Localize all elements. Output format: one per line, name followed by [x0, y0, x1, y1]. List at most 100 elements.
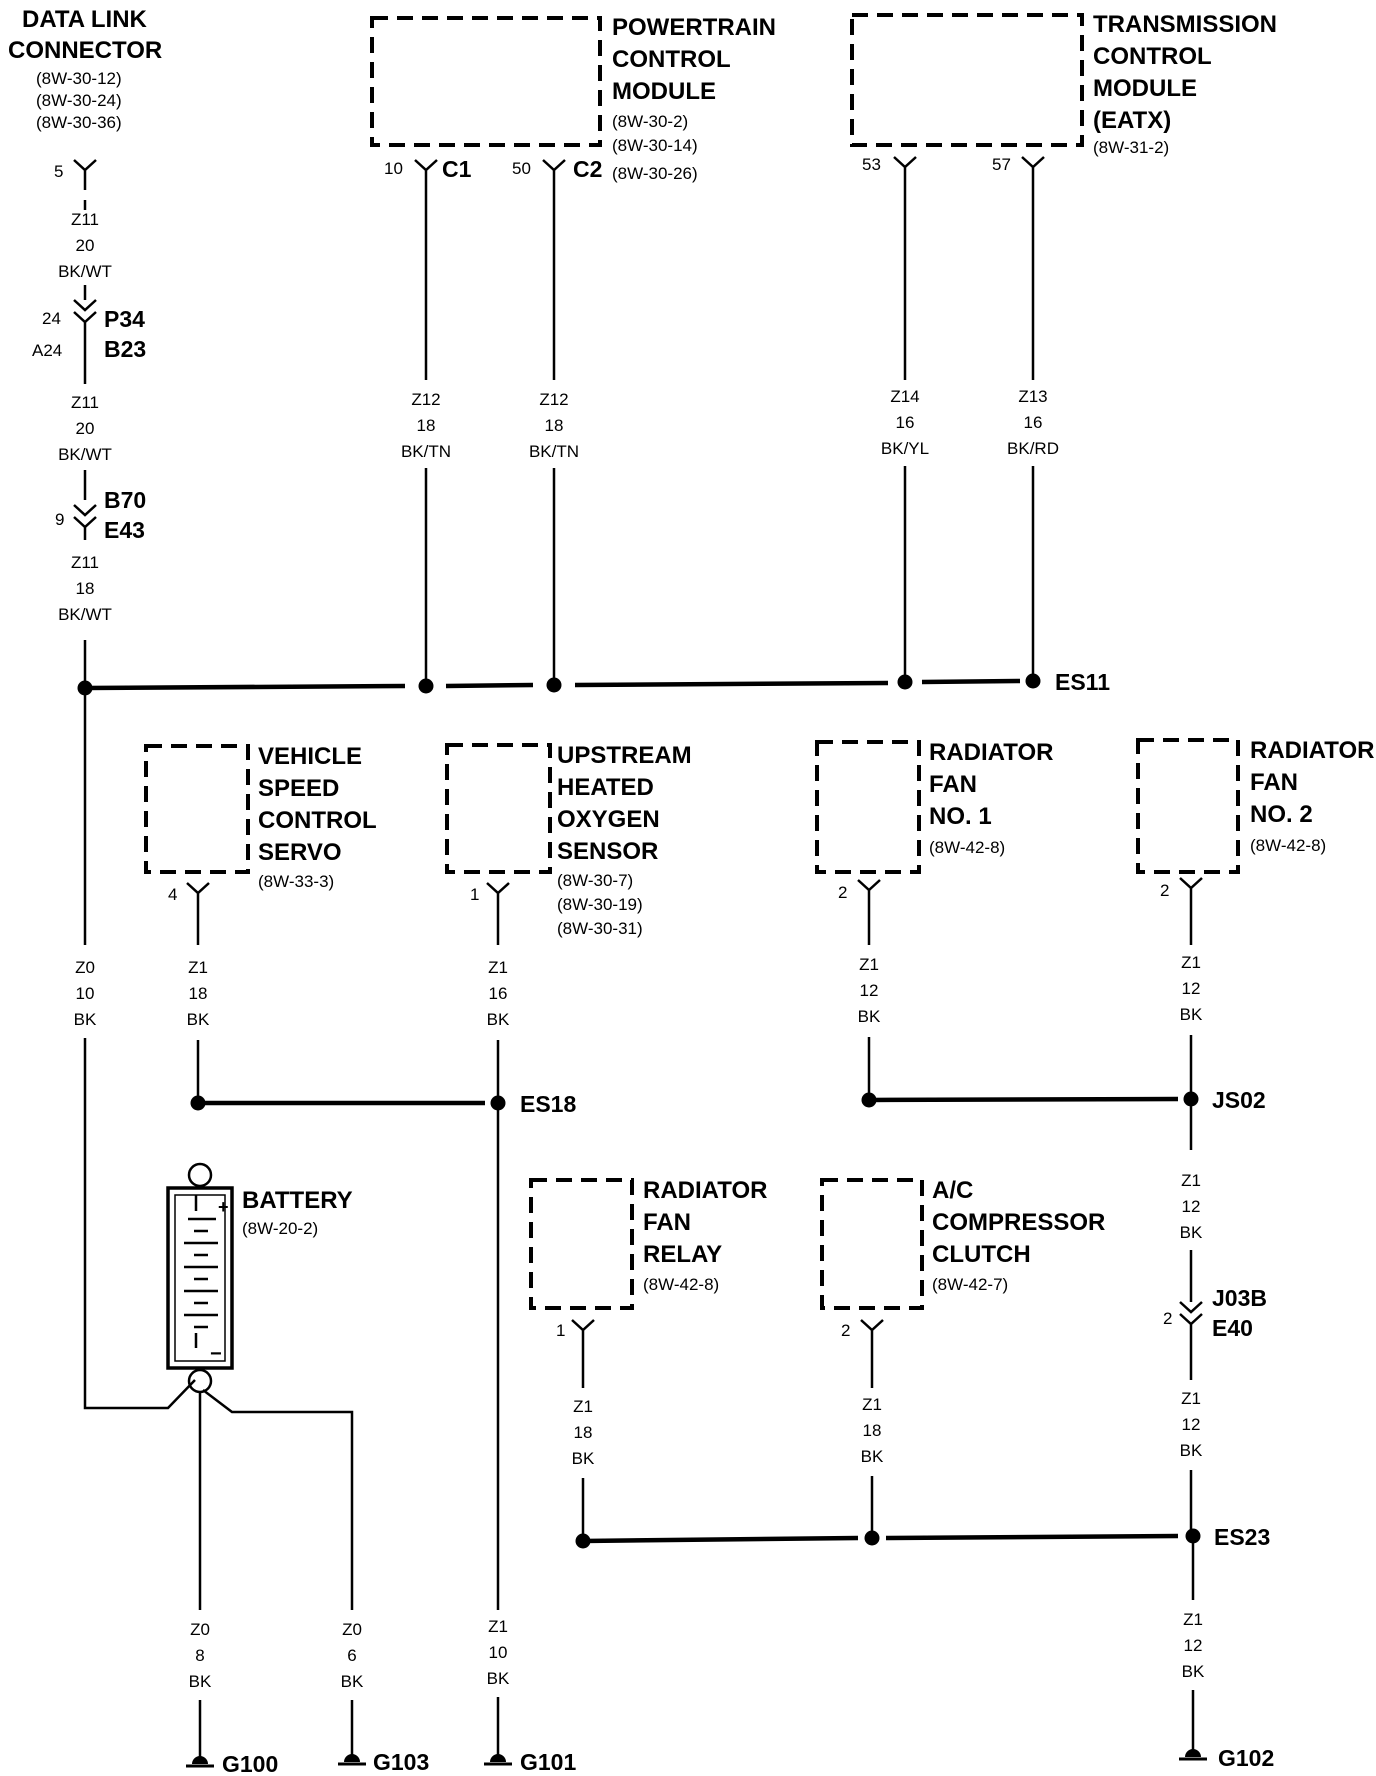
- svg-text:A/C: A/C: [932, 1177, 973, 1204]
- splice-dot: [861, 1092, 877, 1108]
- svg-text:Z1: Z1: [1183, 1610, 1203, 1629]
- ground-g103: G103: [338, 1749, 429, 1775]
- o2-pin-symbol: [486, 882, 510, 945]
- relay-pin: 1: [556, 1321, 565, 1340]
- inline-connector-symbol: [73, 504, 97, 540]
- ac-pin-symbol: [860, 1319, 884, 1388]
- svg-text:Z1: Z1: [862, 1395, 882, 1414]
- svg-text:(8W-31-2): (8W-31-2): [1093, 138, 1169, 157]
- svg-text:CONTROL: CONTROL: [258, 807, 377, 834]
- svg-text:Z11: Z11: [71, 393, 99, 412]
- g101-label: G101: [520, 1749, 576, 1775]
- splice-dot: [77, 680, 93, 696]
- fan2-pin-symbol: [1179, 877, 1203, 945]
- svg-text:FAN: FAN: [1250, 769, 1298, 796]
- fan2-box: [1136, 738, 1240, 874]
- svg-text:BK/WT: BK/WT: [58, 262, 112, 281]
- svg-text:Z1: Z1: [1181, 953, 1201, 972]
- svg-text:BK: BK: [487, 1669, 510, 1688]
- svg-text:RADIATOR: RADIATOR: [1250, 737, 1374, 764]
- o2-box: [445, 743, 552, 874]
- svg-text:SERVO: SERVO: [258, 839, 342, 866]
- radiator-fan-relay: RADIATOR FAN RELAY (8W-42-8) 1: [529, 1177, 767, 1388]
- g100-label: G100: [222, 1751, 278, 1776]
- svg-text:MODULE: MODULE: [1093, 75, 1197, 102]
- splice-dot: [1185, 1528, 1201, 1544]
- o2-pin: 1: [470, 885, 479, 904]
- svg-text:HEATED: HEATED: [557, 774, 654, 801]
- ac-pin: 2: [841, 1321, 850, 1340]
- pcm-c2-pin-symbol: [542, 159, 566, 380]
- svg-text:12: 12: [1182, 1197, 1201, 1216]
- tcm-pin-57: 57: [992, 155, 1011, 174]
- svg-text:SENSOR: SENSOR: [557, 838, 658, 865]
- tcm-box: [850, 13, 1084, 147]
- svg-text:POWERTRAIN: POWERTRAIN: [612, 14, 776, 41]
- wire-label-pcm-c2: Z12 18 BK/TN: [529, 390, 579, 461]
- splice-dot: [575, 1533, 591, 1549]
- svg-text:BK/WT: BK/WT: [58, 605, 112, 624]
- svg-text:18: 18: [863, 1421, 882, 1440]
- svg-text:Z1: Z1: [488, 1617, 508, 1636]
- svg-text:Z1: Z1: [859, 955, 879, 974]
- svg-text:(8W-42-8): (8W-42-8): [1250, 836, 1326, 855]
- svg-text:(8W-20-2): (8W-20-2): [242, 1219, 318, 1238]
- svg-text:10: 10: [76, 984, 95, 1003]
- svg-text:(8W-30-14): (8W-30-14): [612, 136, 698, 155]
- svg-text:16: 16: [896, 413, 915, 432]
- tcm-pin-57-symbol: [1021, 156, 1045, 380]
- connector-j03b-e40: 2 J03B E40: [1163, 1285, 1267, 1380]
- svg-text:CONTROL: CONTROL: [1093, 43, 1212, 70]
- svg-text:NO. 2: NO. 2: [1250, 801, 1313, 828]
- data-link-connector: DATA LINK CONNECTOR (8W-30-12) (8W-30-24…: [8, 6, 162, 190]
- vscs-pin: 4: [168, 885, 177, 904]
- svg-text:Z13: Z13: [1018, 387, 1047, 406]
- svg-text:BK: BK: [572, 1449, 595, 1468]
- svg-text:(8W-30-26): (8W-30-26): [612, 164, 698, 183]
- svg-text:Z0: Z0: [75, 958, 95, 977]
- dlc-pin: 5: [54, 162, 63, 181]
- j03b-name: J03B: [1212, 1285, 1267, 1311]
- svg-text:8: 8: [195, 1646, 204, 1665]
- wire-label-main-down: Z0 10 BK: [74, 958, 97, 1029]
- wire-segment: [202, 1389, 354, 1610]
- svg-text:VEHICLE: VEHICLE: [258, 743, 362, 770]
- splice-dot: [418, 678, 434, 694]
- inline-connector-symbol: [1179, 1301, 1203, 1380]
- svg-text:BK: BK: [1180, 1223, 1203, 1242]
- wire-label-dlc-1: Z11 20 BK/WT: [58, 210, 112, 281]
- wire-label-g101: Z1 10 BK: [487, 1617, 510, 1688]
- svg-text:20: 20: [76, 236, 95, 255]
- wire-label-fan1: Z1 12 BK: [858, 955, 881, 1026]
- svg-text:FAN: FAN: [643, 1209, 691, 1236]
- svg-text:20: 20: [76, 419, 95, 438]
- js02-label: JS02: [1212, 1087, 1266, 1113]
- ground-g100: G100: [186, 1751, 278, 1776]
- svg-text:CLUTCH: CLUTCH: [932, 1241, 1031, 1268]
- vscs-box: [144, 744, 250, 874]
- svg-text:(8W-30-7): (8W-30-7): [557, 871, 633, 890]
- e43-name: E43: [104, 517, 145, 543]
- bus-line: [868, 1096, 1179, 1103]
- splice-dot: [897, 674, 913, 690]
- svg-text:Z11: Z11: [71, 210, 99, 229]
- fan1-pin: 2: [838, 883, 847, 902]
- radiator-fan-no-1: RADIATOR FAN NO. 1 (8W-42-8) 2: [815, 739, 1053, 945]
- dlc-ref-2: (8W-30-24): [36, 91, 122, 110]
- svg-text:10: 10: [489, 1643, 508, 1662]
- dlc-ref-3: (8W-30-36): [36, 113, 122, 132]
- ground-g101: G101: [484, 1749, 576, 1775]
- svg-text:TRANSMISSION: TRANSMISSION: [1093, 11, 1277, 38]
- vehicle-speed-control-servo: VEHICLE SPEED CONTROL SERVO (8W-33-3) 4: [144, 743, 377, 945]
- svg-text:OXYGEN: OXYGEN: [557, 806, 660, 833]
- svg-text:BK: BK: [1180, 1441, 1203, 1460]
- svg-text:FAN: FAN: [929, 771, 977, 798]
- svg-text:NO. 1: NO. 1: [929, 803, 992, 830]
- wire-label-relay: Z1 18 BK: [572, 1397, 595, 1468]
- pcm-c1-pin: 10: [384, 159, 403, 178]
- wire-label-tcm-57: Z13 16 BK/RD: [1007, 387, 1059, 458]
- svg-text:RADIATOR: RADIATOR: [929, 739, 1053, 766]
- p34-pin-a: 24: [42, 309, 61, 328]
- battery-cells: [184, 1195, 218, 1348]
